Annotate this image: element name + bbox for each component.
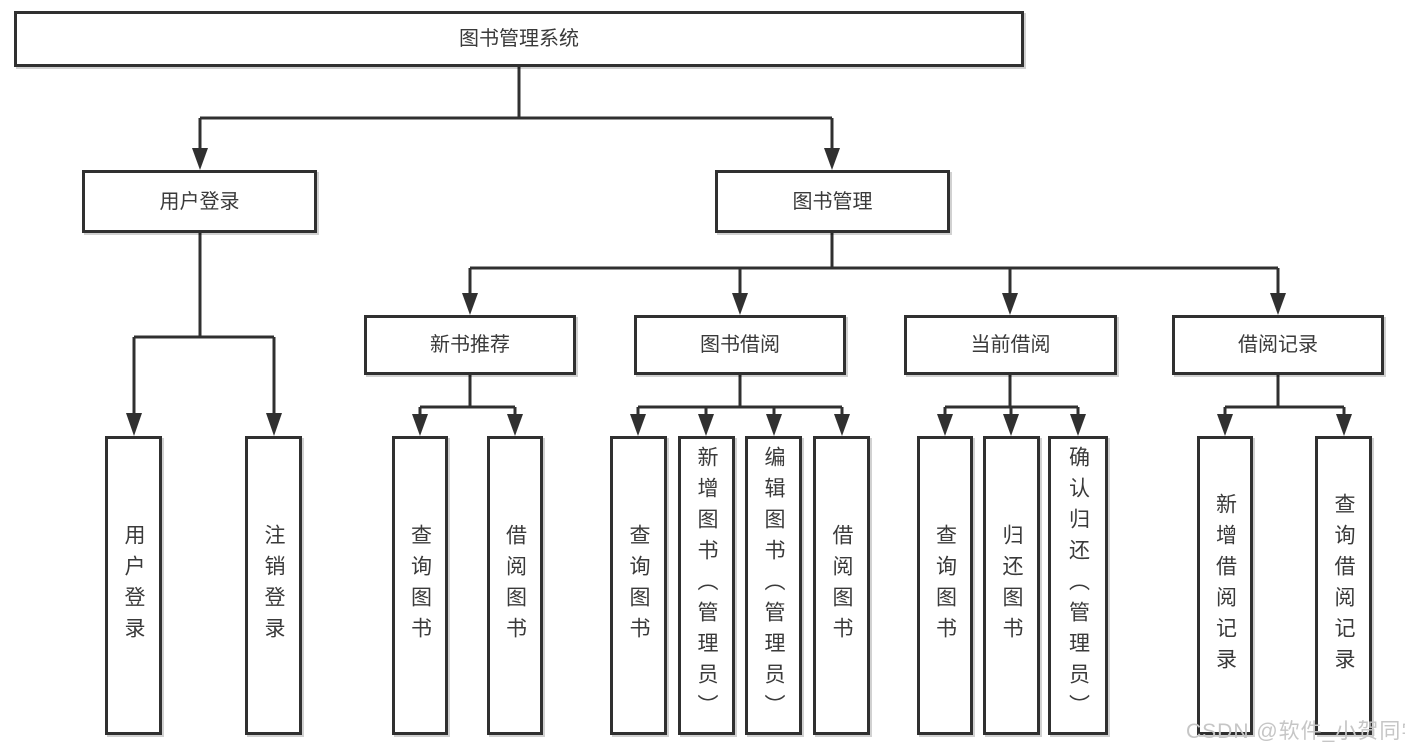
leaf-borrow-borrow-books-label: 借阅图书 <box>830 523 853 648</box>
node-borrow-records: 借阅记录 <box>1172 315 1384 375</box>
leaf-logout-label: 注销登录 <box>262 523 285 648</box>
node-book-borrow-label: 图书借阅 <box>700 334 780 356</box>
connector-user-login-children <box>126 233 282 436</box>
leaf-records-query-record: 查询借阅记录 <box>1315 436 1372 735</box>
connector-current-borrow-children <box>937 375 1086 436</box>
node-book-management-label: 图书管理 <box>792 190 873 213</box>
leaf-user-login: 用户登录 <box>105 436 162 735</box>
node-user-login-label: 用户登录 <box>159 190 240 213</box>
leaf-borrow-query-books-label: 查询图书 <box>627 523 650 648</box>
connector-borrow-records-children <box>1217 375 1352 436</box>
leaf-borrow-add-books-admin: 新增图书（管理员） <box>678 436 735 735</box>
node-new-book-recommend-label: 新书推荐 <box>430 334 510 356</box>
node-new-book-recommend: 新书推荐 <box>364 315 576 375</box>
connector-root-to-level1 <box>192 67 840 170</box>
node-user-login: 用户登录 <box>82 170 317 233</box>
leaf-borrow-add-books-admin-label: 新增图书（管理员） <box>695 446 718 725</box>
node-library-system: 图书管理系统 <box>14 11 1024 67</box>
leaf-newbooks-query-books-label: 查询图书 <box>408 523 432 648</box>
node-book-management: 图书管理 <box>715 170 950 233</box>
leaf-borrow-query-books: 查询图书 <box>610 436 667 735</box>
connector-book-borrow-children <box>630 375 850 436</box>
leaf-current-return-books: 归还图书 <box>983 436 1040 735</box>
leaf-borrow-edit-books-admin: 编辑图书（管理员） <box>745 436 802 735</box>
leaf-current-return-books-label: 归还图书 <box>1000 523 1023 648</box>
node-borrow-records-label: 借阅记录 <box>1238 334 1318 356</box>
leaf-newbooks-borrow-books-label: 借阅图书 <box>503 523 527 648</box>
node-current-borrow-label: 当前借阅 <box>970 334 1051 356</box>
leaf-records-add-record-label: 新增借阅记录 <box>1213 492 1237 679</box>
node-library-system-label: 图书管理系统 <box>459 28 579 50</box>
leaf-current-confirm-return-admin-label: 确认归还（管理员） <box>1066 446 1090 725</box>
leaf-logout: 注销登录 <box>245 436 302 735</box>
node-book-borrow: 图书借阅 <box>634 315 846 375</box>
leaf-records-query-record-label: 查询借阅记录 <box>1332 492 1355 679</box>
leaf-newbooks-borrow-books: 借阅图书 <box>487 436 543 735</box>
leaf-borrow-edit-books-admin-label: 编辑图书（管理员） <box>762 446 785 725</box>
leaf-borrow-borrow-books: 借阅图书 <box>813 436 870 735</box>
connector-new-books-children <box>412 375 523 436</box>
csdn-watermark: CSDN @软件_小贺同学 <box>1186 720 1405 743</box>
leaf-user-login-label: 用户登录 <box>122 523 145 648</box>
leaf-current-query-books-label: 查询图书 <box>933 523 957 648</box>
leaf-records-add-record: 新增借阅记录 <box>1197 436 1253 735</box>
leaf-newbooks-query-books: 查询图书 <box>392 436 448 735</box>
leaf-current-confirm-return-admin: 确认归还（管理员） <box>1048 436 1108 735</box>
connector-book-mgmt-children <box>462 233 1286 315</box>
leaf-current-query-books: 查询图书 <box>917 436 973 735</box>
node-current-borrow: 当前借阅 <box>904 315 1117 375</box>
